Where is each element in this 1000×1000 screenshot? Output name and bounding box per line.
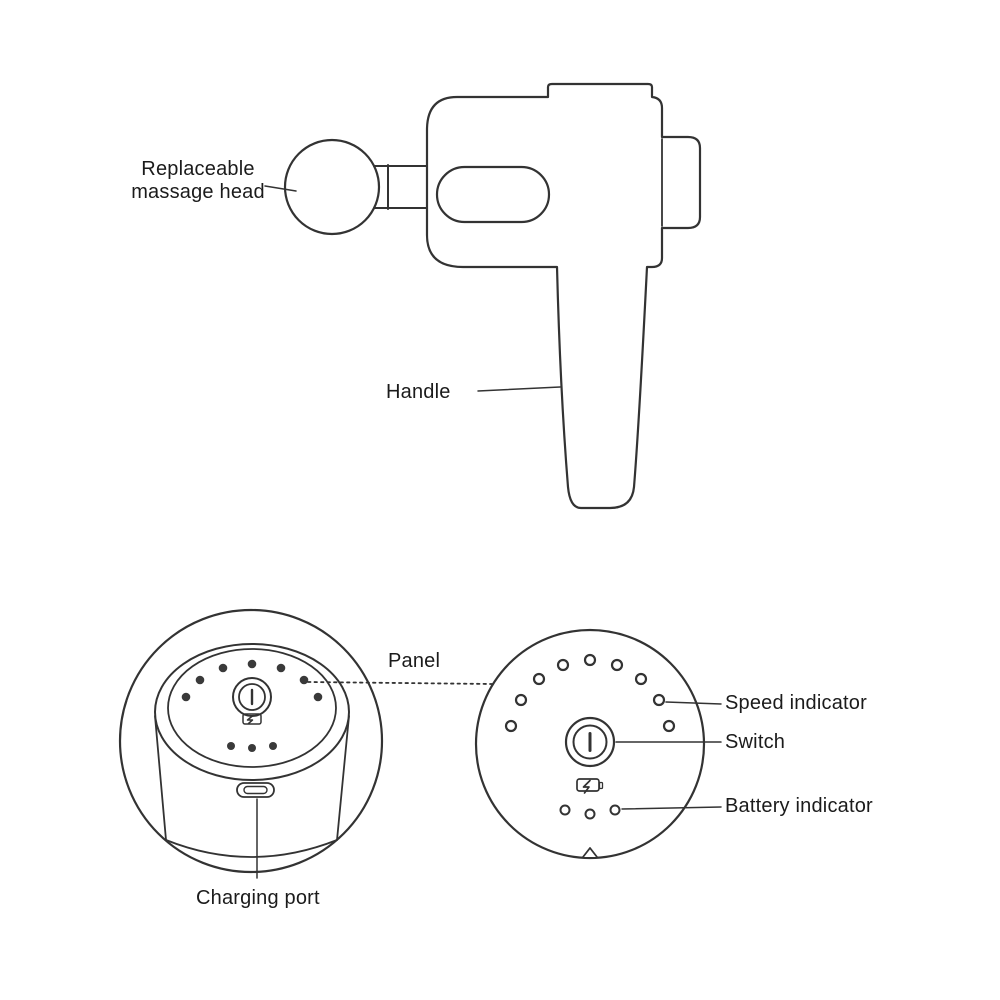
- speed-indicator-dots: [504, 653, 676, 733]
- battery-icon-left: [242, 713, 262, 725]
- top-rim-ellipse: [154, 643, 350, 781]
- handle-label: Handle: [386, 381, 451, 403]
- battery-icon: [576, 778, 604, 794]
- cylinder-side-left: [154, 715, 167, 841]
- massage-head-ball: [283, 138, 381, 236]
- cylinder-bottom-edge: [165, 839, 338, 858]
- power-switch-icon: [564, 716, 616, 768]
- switch-label: Switch: [725, 731, 786, 753]
- cylinder-side-right: [336, 715, 350, 841]
- leader-lines: [256, 185, 722, 879]
- leader-battery-indicator: [621, 806, 722, 810]
- charging-port: [236, 782, 275, 798]
- panel-circle: [474, 628, 706, 860]
- massage-head-label: Replaceable massage head: [118, 158, 278, 204]
- massage-head-label-line1: Replaceable: [141, 158, 255, 180]
- grip-slot: [435, 165, 551, 224]
- speed-indicator-label: Speed indicator: [725, 692, 867, 714]
- base-outer-circle: [118, 608, 384, 874]
- massage-head-label-line2: massage head: [131, 181, 265, 203]
- panel-label: Panel: [388, 650, 441, 672]
- panel-speed-dots-left: [181, 659, 323, 702]
- leader-handle: [477, 386, 561, 392]
- gun-body-outline: [425, 82, 702, 510]
- leader-panel-dotted: [307, 681, 493, 685]
- power-switch-icon-left: [232, 677, 272, 717]
- base-bottom-view: [118, 608, 384, 874]
- head-connector-stem: [373, 164, 428, 210]
- massage-gun-illustration: [283, 82, 702, 510]
- battery-dots-left: [227, 742, 277, 752]
- battery-indicator-dots: [559, 804, 621, 820]
- leader-speed-indicator: [665, 701, 722, 705]
- panel-face-ellipse: [167, 648, 337, 768]
- bottom-notch: [582, 847, 598, 858]
- battery-indicator-label: Battery indicator: [725, 795, 873, 817]
- panel-front-view: [474, 628, 706, 860]
- charging-port-label: Charging port: [196, 887, 320, 909]
- leader-massage-head: [264, 185, 297, 192]
